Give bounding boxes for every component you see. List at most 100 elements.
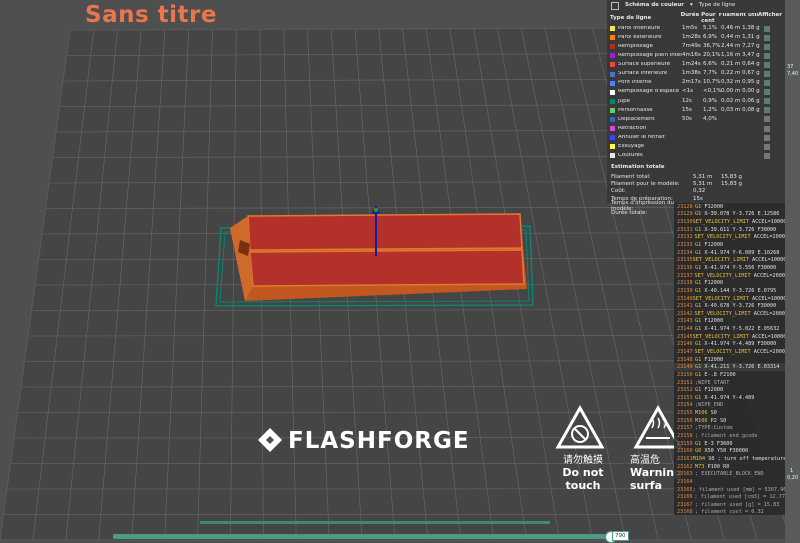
show-checkbox[interactable] <box>764 61 770 68</box>
color-swatch <box>610 35 615 41</box>
show-checkbox[interactable] <box>764 143 770 150</box>
legend-row-duration: 15s <box>682 106 692 113</box>
color-scheme-select[interactable]: Type de ligne <box>698 2 736 9</box>
legend-row-length: 0,46 m <box>721 24 741 31</box>
legend-row-weight: 7,27 g <box>742 42 760 49</box>
gcode-keyword: G1 <box>695 303 702 310</box>
gcode-line[interactable]: 23168; filament cost = 0.32 <box>674 509 785 515</box>
gcode-line-number: 23128 <box>677 203 693 210</box>
gcode-line-number: 23161 <box>677 455 693 462</box>
gcode-keyword: G1 <box>695 318 702 325</box>
show-checkbox[interactable] <box>764 34 770 41</box>
legend-row-weight: 0,64 g <box>742 61 760 68</box>
show-checkbox[interactable] <box>764 134 770 141</box>
legend-row-percent: 6,9% <box>703 33 717 40</box>
show-checkbox[interactable] <box>764 25 770 32</box>
gcode-line[interactable]: 23158; filament end gcode <box>674 432 785 440</box>
gcode-keyword: G1 <box>695 387 702 394</box>
show-checkbox[interactable] <box>764 52 770 59</box>
gcode-line[interactable]: 23157;TYPE:Custom <box>674 425 785 433</box>
gcode-line-text: ; filament end gcode <box>695 433 758 440</box>
legend-row-length: 2,44 m <box>721 42 741 49</box>
show-checkbox[interactable] <box>764 89 770 96</box>
gcode-line-text: ;WIPE_START <box>695 379 730 386</box>
legend-row: Remplissage plein interne4m16s20,1%1,16 … <box>607 51 785 60</box>
gcode-line-text: G1 F12000 <box>695 387 724 394</box>
warning-hot-en: Warning surfa <box>630 466 682 492</box>
gcode-keyword: G0 <box>695 448 702 455</box>
layer-slider-track[interactable]: 37 7,40 1 0,20 <box>785 0 800 543</box>
gcode-line[interactable]: 23151;WIPE_START <box>674 379 785 387</box>
gcode-line-text: ;TYPE:Custom <box>695 425 733 432</box>
gcode-line[interactable]: 23165; filament used [mm] = 5307.96 <box>674 486 785 494</box>
gcode-line[interactable]: 23154;WIPE_END <box>674 402 785 410</box>
gcode-line[interactable]: 23166; filament used [cm3] = 12.77 <box>674 493 785 501</box>
gcode-keyword: G1 <box>695 440 702 447</box>
show-checkbox[interactable] <box>764 116 770 123</box>
gcode-line-text: ; filament used [g] = 15.83 <box>695 501 780 508</box>
gcode-line-text: G1 X-39.611 Y-3.726 F30000 <box>695 226 777 233</box>
gcode-keyword: G1 <box>695 280 702 287</box>
gcode-line-text: G1 X-41.974 Y-5.556 F30000 <box>695 264 777 271</box>
gcode-line-number: 23165 <box>677 486 693 493</box>
gcode-line[interactable]: 23167; filament used [g] = 15.83 <box>674 501 785 509</box>
gcode-keyword: M106 <box>695 417 708 424</box>
gcode-line-number: 23143 <box>677 318 693 325</box>
legend-row-percent: 6,6% <box>703 61 717 68</box>
color-swatch <box>610 126 615 132</box>
show-checkbox[interactable] <box>764 80 770 87</box>
legend-row: Coutures <box>607 151 785 160</box>
show-checkbox[interactable] <box>764 152 770 159</box>
show-checkbox[interactable] <box>764 71 770 78</box>
show-checkbox[interactable] <box>764 125 770 132</box>
show-checkbox[interactable] <box>764 43 770 50</box>
legend-row-percent: 7,7% <box>703 70 717 77</box>
show-checkbox[interactable] <box>764 98 770 105</box>
move-slider[interactable] <box>113 534 623 539</box>
layer-bottom-height: 0,20 <box>787 475 799 481</box>
legend-row-name: Essuyage <box>618 144 645 150</box>
show-checkbox[interactable] <box>764 107 770 114</box>
chevron-down-icon[interactable]: ▾ <box>690 2 693 9</box>
collapse-checkbox[interactable] <box>611 2 619 10</box>
gcode-line[interactable]: 23164 <box>674 478 785 486</box>
estimation-key: Durée totale: <box>611 210 648 217</box>
gcode-line[interactable]: 23163; EXECUTABLE_BLOCK_END <box>674 470 785 478</box>
move-slider-value[interactable]: 790 <box>612 531 629 541</box>
